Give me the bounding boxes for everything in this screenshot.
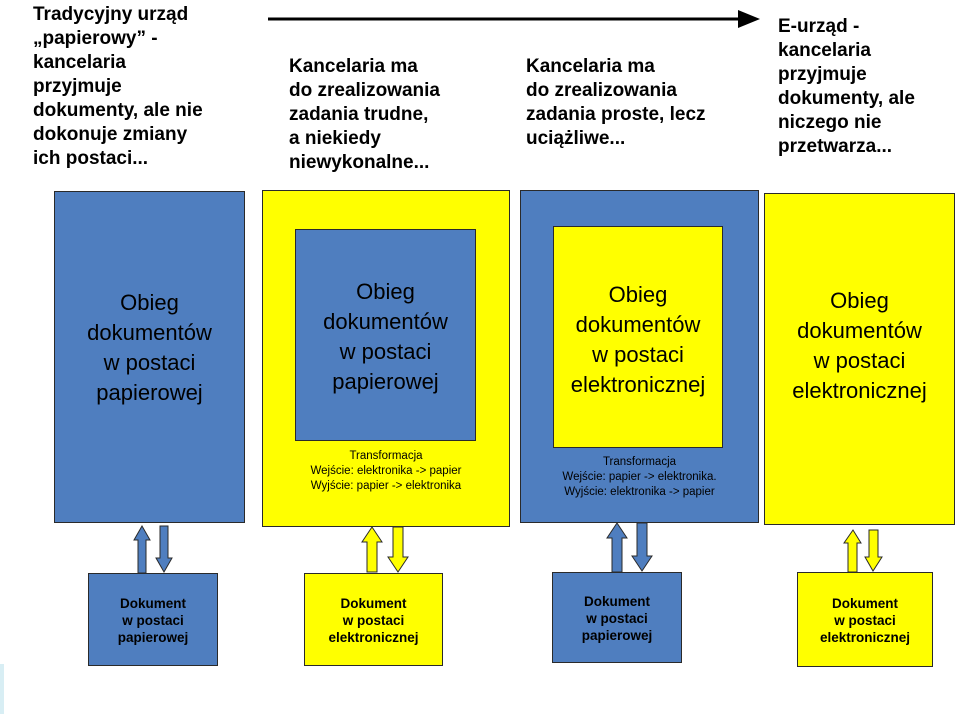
down-arrow [387,526,409,573]
heading-traditional-office: Tradycyjny urząd „papierowy” - kancelari… [33,4,203,169]
heading-difficult-tasks: Kancelaria ma do zrealizowania zadania t… [289,56,440,173]
exchange-arrows-4 [843,529,883,573]
exchange-arrows-3 [606,522,653,573]
electronic-document-box-2: Dokument w postaci elektronicznej [797,572,933,667]
paper-flow-box: Obieg dokumentów w postaci papierowej [54,191,245,523]
up-arrow [361,526,383,573]
inner-electronic-flow-box: Obieg dokumentów w postaci elektroniczne… [553,226,723,448]
inner-electronic-flow-label: Obieg dokumentów w postaci elektroniczne… [570,282,706,397]
paper-document-box-2: Dokument w postaci papierowej [552,572,682,663]
electronic-document-box-1: Dokument w postaci elektronicznej [304,573,443,666]
down-arrow [155,525,173,574]
transformation-note-1: Transformacja Wejście: elektronika -> pa… [310,450,462,492]
inner-paper-flow-box: Obieg dokumentów w postaci papierowej [295,229,476,441]
paper-document-label-2: Dokument w postaci papierowej [581,594,653,643]
transformation-note-2: Transformacja Wejście: papier -> elektro… [562,456,717,498]
heading-e-office: E-urząd - kancelaria przyjmuje dokumenty… [778,16,915,157]
difficult-tasks-box: Obieg dokumentów w postaci papierowej Tr… [262,190,510,527]
paper-flow-label: Obieg dokumentów w postaci papierowej [87,290,212,405]
up-arrow [606,522,628,573]
up-arrow [133,524,151,574]
up-arrow [843,529,862,573]
timeline-arrow-head [738,10,760,28]
slide-edge-accent [0,664,4,714]
electronic-document-label-1: Dokument w postaci elektronicznej [328,596,419,645]
inner-paper-flow-label: Obieg dokumentów w postaci papierowej [323,279,448,394]
electronic-document-label-2: Dokument w postaci elektronicznej [819,596,911,645]
paper-document-box-1: Dokument w postaci papierowej [88,573,218,666]
electronic-flow-label: Obieg dokumentów w postaci elektroniczne… [792,288,927,403]
down-arrow [631,522,653,572]
simple-tasks-box: Obieg dokumentów w postaci elektroniczne… [520,190,759,523]
heading-simple-tasks: Kancelaria ma do zrealizowania zadania p… [526,56,706,149]
exchange-arrows-1 [133,524,173,574]
electronic-flow-box: Obieg dokumentów w postaci elektroniczne… [764,193,955,525]
down-arrow [864,529,883,572]
exchange-arrows-2 [361,526,409,573]
paper-document-label-1: Dokument w postaci papierowej [117,596,189,645]
